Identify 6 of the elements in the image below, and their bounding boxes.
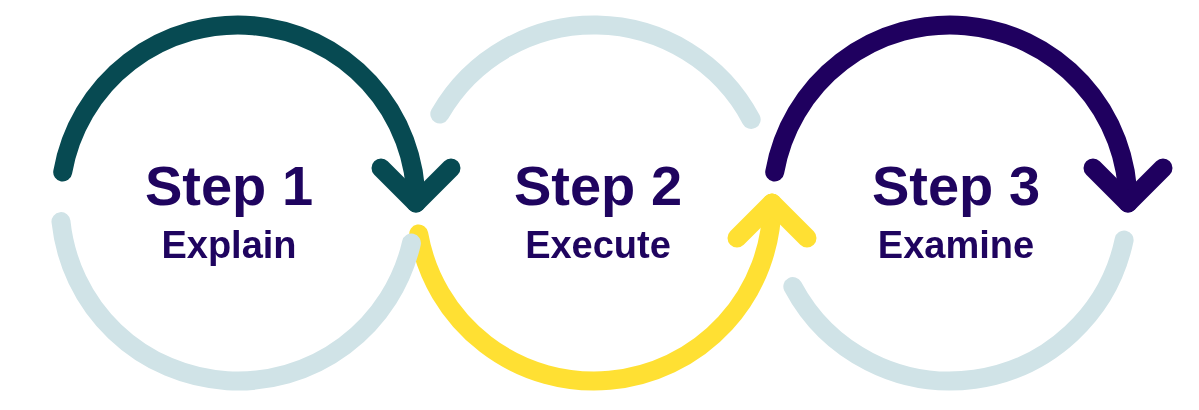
curved-arrow xyxy=(409,193,815,391)
step-name: Explain xyxy=(161,225,297,264)
curved-arrow xyxy=(53,15,459,213)
step-name: Examine xyxy=(877,225,1035,264)
step-name: Execute xyxy=(525,225,671,264)
curved-arrow xyxy=(765,15,1171,213)
